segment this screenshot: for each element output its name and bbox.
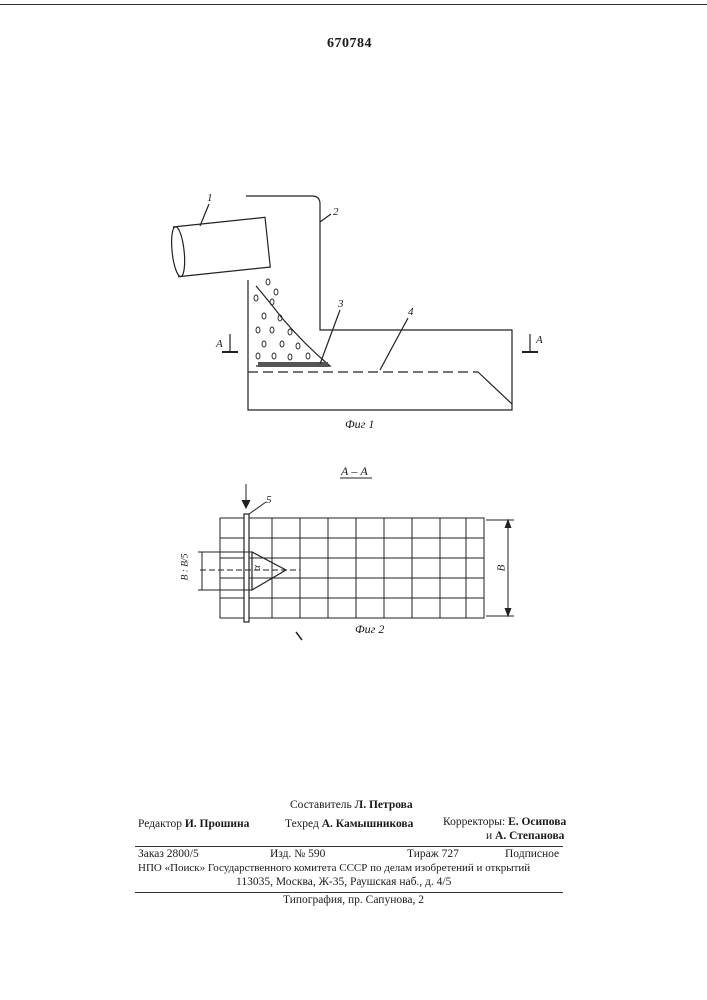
techred: Техред А. Камышникова xyxy=(285,818,413,830)
composer: Составитель Л. Петрова xyxy=(290,799,413,811)
correctors: Корректоры: Е. Осипова xyxy=(443,816,566,828)
chute-body xyxy=(246,196,512,410)
fig2-caption: Фиг 2 xyxy=(355,622,384,637)
material-particles xyxy=(254,279,310,360)
fig1-caption: Фиг 1 xyxy=(345,417,374,432)
tirazh: Тираж 727 xyxy=(407,848,459,860)
label-4: 4 xyxy=(408,306,414,318)
feed-pipe xyxy=(170,217,271,277)
angle-label: α xyxy=(251,565,263,571)
footer-rule-2 xyxy=(135,892,563,893)
editor: Редактор И. Прошина xyxy=(138,818,249,830)
npo-line: НПО «Поиск» Государственного комитета СС… xyxy=(138,862,530,874)
grid-plan xyxy=(198,478,514,640)
leader-2 xyxy=(320,214,331,222)
podpisnoe: Подписное xyxy=(505,848,559,860)
section-mark-right: А xyxy=(536,334,543,346)
label-1: 1 xyxy=(207,192,213,204)
address-line: 113035, Москва, Ж-35, Раушская наб., д. … xyxy=(236,876,451,888)
label-3: 3 xyxy=(338,298,344,310)
label-5: 5 xyxy=(266,494,272,506)
leader-1 xyxy=(200,204,209,226)
section-mark-left: А xyxy=(216,338,223,350)
izd: Изд. № 590 xyxy=(270,848,325,860)
grid-element xyxy=(258,362,328,367)
dim-left-label: В : В/5 xyxy=(180,554,190,581)
order: Заказ 2800/5 xyxy=(138,848,199,860)
inclined-bottom xyxy=(478,372,512,404)
label-2: 2 xyxy=(333,206,339,218)
typography-line: Типография, пр. Сапунова, 2 xyxy=(283,894,424,906)
corrector-2: и А. Степанова xyxy=(486,830,564,842)
leader-4 xyxy=(380,318,408,370)
section-title: А – А xyxy=(341,464,368,479)
material-heap xyxy=(256,286,330,366)
footer-rule-1 xyxy=(135,846,563,847)
leader-3 xyxy=(320,310,340,364)
dim-b-label: В xyxy=(495,565,507,572)
